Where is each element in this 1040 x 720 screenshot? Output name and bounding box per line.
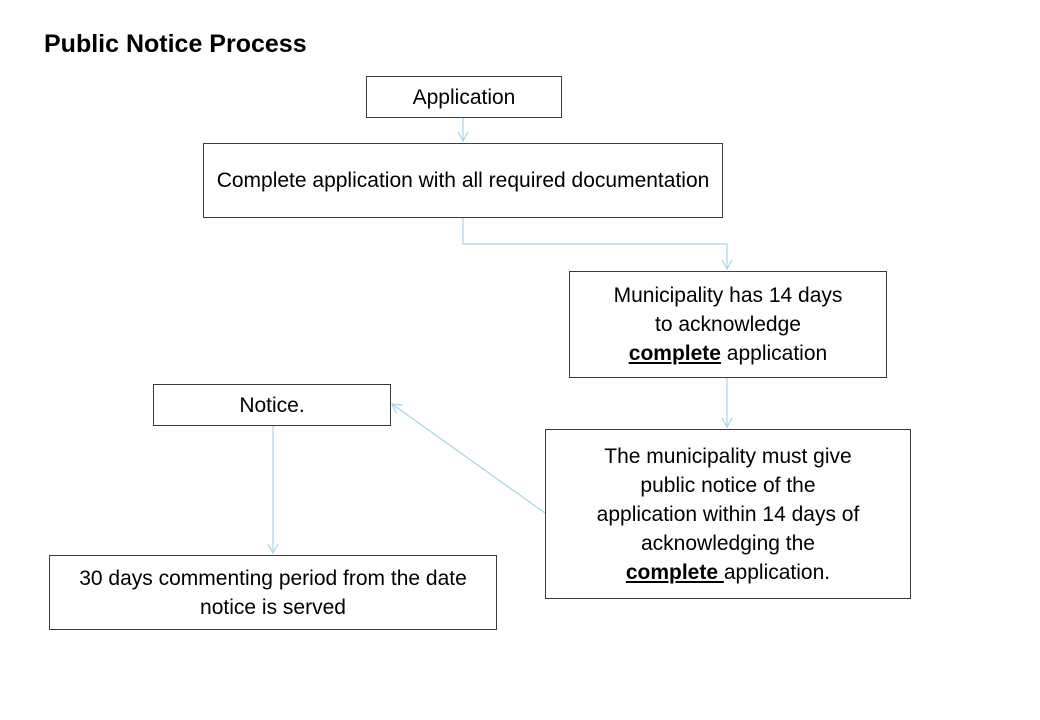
node-public-notice-tail: application. [723, 560, 831, 584]
node-municipality-14-days: Municipality has 14 days to acknowledge … [569, 271, 887, 378]
node-commenting-period-label: 30 days commenting period from the date … [79, 566, 467, 619]
node-public-notice-line-1: The municipality must give [604, 444, 852, 468]
node-municipality-line-2: to acknowledge [655, 313, 801, 336]
page-title: Public Notice Process [44, 30, 307, 58]
node-municipality-14-days-text: Municipality has 14 days to acknowledge … [614, 281, 843, 368]
node-public-notice-line-3: application within 14 days of [596, 502, 860, 526]
node-public-notice-line-4: acknowledging the [641, 531, 815, 555]
node-public-notice: The municipality must give public notice… [545, 429, 911, 599]
node-public-notice-text: The municipality must give public notice… [597, 442, 860, 587]
node-municipality-emphasis: complete [628, 342, 721, 365]
connector-complete-to-municipality [462, 218, 733, 271]
node-commenting-period: 30 days commenting period from the date … [49, 555, 497, 630]
connector-public-notice-to-notice [390, 403, 546, 514]
node-notice-label: Notice. [239, 393, 305, 417]
node-application: Application [366, 76, 562, 118]
node-municipality-tail: application [720, 342, 828, 365]
node-public-notice-line-2: public notice of the [640, 473, 816, 497]
node-public-notice-emphasis: complete [625, 560, 724, 584]
node-municipality-line-1: Municipality has 14 days [613, 284, 843, 307]
node-notice: Notice. [153, 384, 391, 426]
node-complete-application-label: Complete application with all required d… [216, 169, 710, 192]
node-application-label: Application [412, 85, 516, 109]
node-complete-application: Complete application with all required d… [203, 143, 723, 218]
